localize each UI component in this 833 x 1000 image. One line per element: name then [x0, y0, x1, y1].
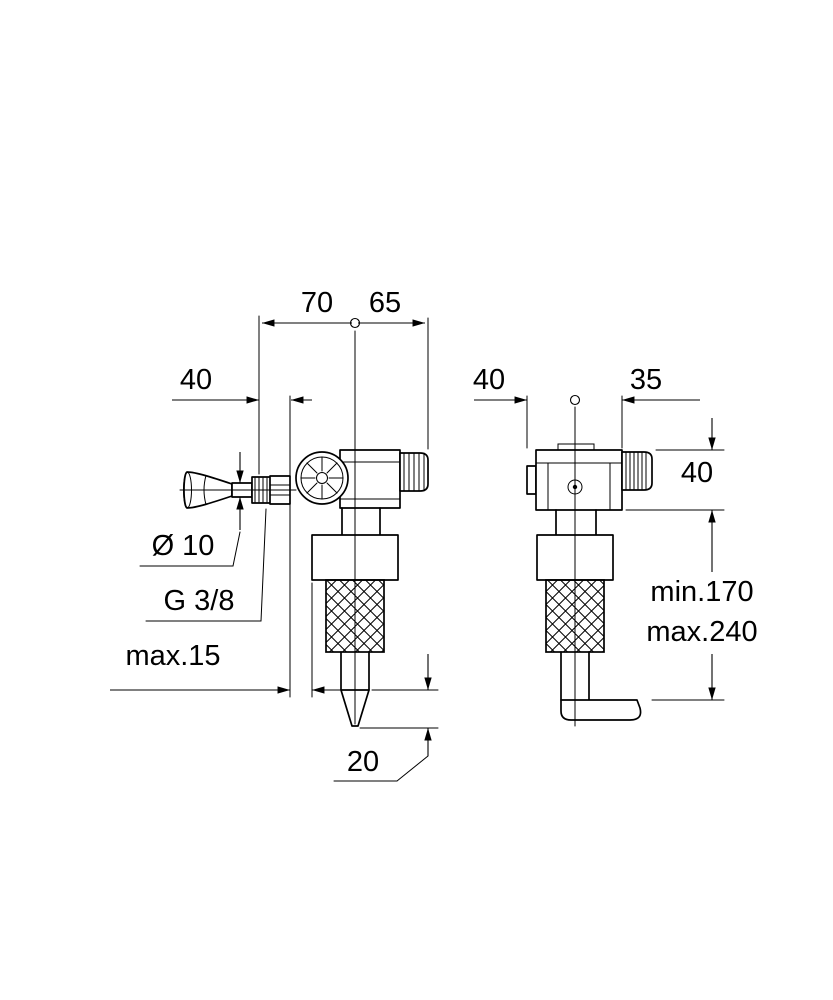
- hex-nut-facets: [269, 484, 291, 496]
- dim-label-40-side: 40: [473, 364, 505, 396]
- dim-label-65: 65: [369, 287, 401, 319]
- dimension-graphics: [110, 315, 779, 782]
- cap-knurl-lines: [403, 452, 425, 492]
- dim-label-diameter-10: Ø 10: [152, 530, 215, 562]
- dim-label-20: 20: [347, 746, 379, 778]
- extension-lines-side: [526, 395, 725, 701]
- center-mark-front: [349, 317, 361, 329]
- leader-20: [396, 755, 429, 782]
- dim-label-40-left: 40: [180, 364, 212, 396]
- dim-label-70: 70: [301, 287, 333, 319]
- dim-label-40-height: 40: [681, 457, 713, 489]
- top-boss: [557, 443, 595, 451]
- center-mark-side: [569, 394, 581, 406]
- dim-label-max240: max.240: [646, 616, 757, 648]
- side-outlet-foot: [560, 699, 642, 721]
- side-tab: [526, 465, 537, 495]
- dim-label-thread-g38: G 3/8: [164, 585, 235, 617]
- body-wheel-hub: [316, 472, 328, 484]
- height-text-backing: [627, 572, 779, 654]
- neck: [341, 507, 381, 536]
- leader-g38: [260, 508, 267, 622]
- outlet-tube: [340, 651, 370, 691]
- dim-label-35-side: 35: [630, 364, 662, 396]
- side-neck: [555, 509, 597, 536]
- valve-housing: [339, 449, 401, 509]
- side-housing: [535, 449, 623, 511]
- side-housing-detail: [535, 462, 623, 511]
- leader-d10: [232, 531, 241, 567]
- dim-label-min170: min.170: [650, 576, 753, 608]
- housing-detail-lines: [339, 461, 401, 500]
- body-wheel-spokes: [300, 456, 344, 500]
- side-outlet-tube: [560, 651, 590, 701]
- side-cap-knurl: [625, 451, 647, 491]
- dim-label-max15: max.15: [125, 640, 220, 672]
- dimension-labels: 70 65 40 Ø 10 G 3/8 max.15 20 40 35 40 m…: [125, 287, 757, 778]
- extension-lines-front: [258, 315, 439, 729]
